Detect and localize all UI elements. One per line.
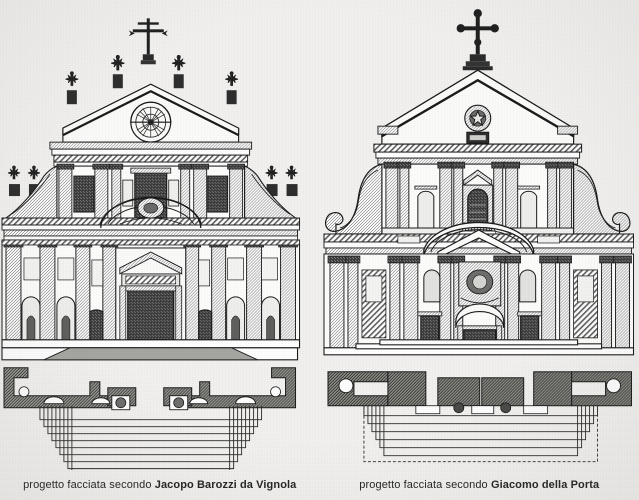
- cross-finial-icon: [456, 9, 499, 71]
- lower-storey: [1, 239, 301, 341]
- lateral-wings: [4, 165, 298, 219]
- rose-window: [130, 101, 172, 143]
- upper-pediment: [62, 83, 240, 143]
- coat-of-arms: [463, 104, 491, 132]
- stylobate: [1, 339, 301, 361]
- lower-storey: [322, 253, 634, 349]
- caption-vignola-architect: Jacopo Barozzi da Vignola: [154, 479, 297, 491]
- central-cartouche: [457, 261, 501, 307]
- caption-vignola-prefix: progetto facciata secondo: [23, 479, 155, 491]
- central-portal: [115, 247, 187, 341]
- plan-steps: [39, 405, 263, 470]
- upper-entablature: [49, 141, 253, 167]
- caption-vignola: progetto facciata secondo Jacopo Barozzi…: [0, 470, 320, 492]
- della-porta-plan: [326, 371, 632, 463]
- upper-storey: [380, 161, 574, 236]
- statue-niches: [21, 296, 281, 341]
- vignola-plan: [3, 367, 297, 470]
- portal-crowning-pediment: [100, 196, 202, 229]
- caption-della-porta-prefix: progetto facciata secondo: [359, 479, 491, 491]
- panel-della-porta: [320, 0, 639, 470]
- della-porta-drawing: [322, 9, 634, 463]
- cross-finial-icon: [128, 18, 168, 65]
- side-portals: [89, 309, 213, 341]
- cartouche: [137, 197, 165, 219]
- plan-steps: [362, 405, 598, 463]
- della-porta-elevation: [322, 9, 634, 356]
- vignola-drawing: [1, 18, 301, 470]
- upper-side-niches: [413, 185, 540, 229]
- stylobate-steps: [322, 339, 634, 356]
- caption-della-porta: progetto facciata secondo Giacomo della …: [320, 470, 639, 492]
- panel-vignola: [0, 0, 320, 470]
- volutes: [324, 163, 630, 235]
- caption-della-porta-architect: Giacomo della Porta: [490, 479, 600, 491]
- vignola-elevation: [1, 18, 301, 361]
- lower-side-niches: [422, 269, 537, 303]
- drawings-row: [0, 0, 639, 470]
- mid-cornice: [1, 217, 301, 241]
- captions-row: progetto facciata secondo Jacopo Barozzi…: [0, 470, 639, 500]
- upper-entablature: [372, 143, 582, 165]
- upper-pediment: [380, 69, 574, 145]
